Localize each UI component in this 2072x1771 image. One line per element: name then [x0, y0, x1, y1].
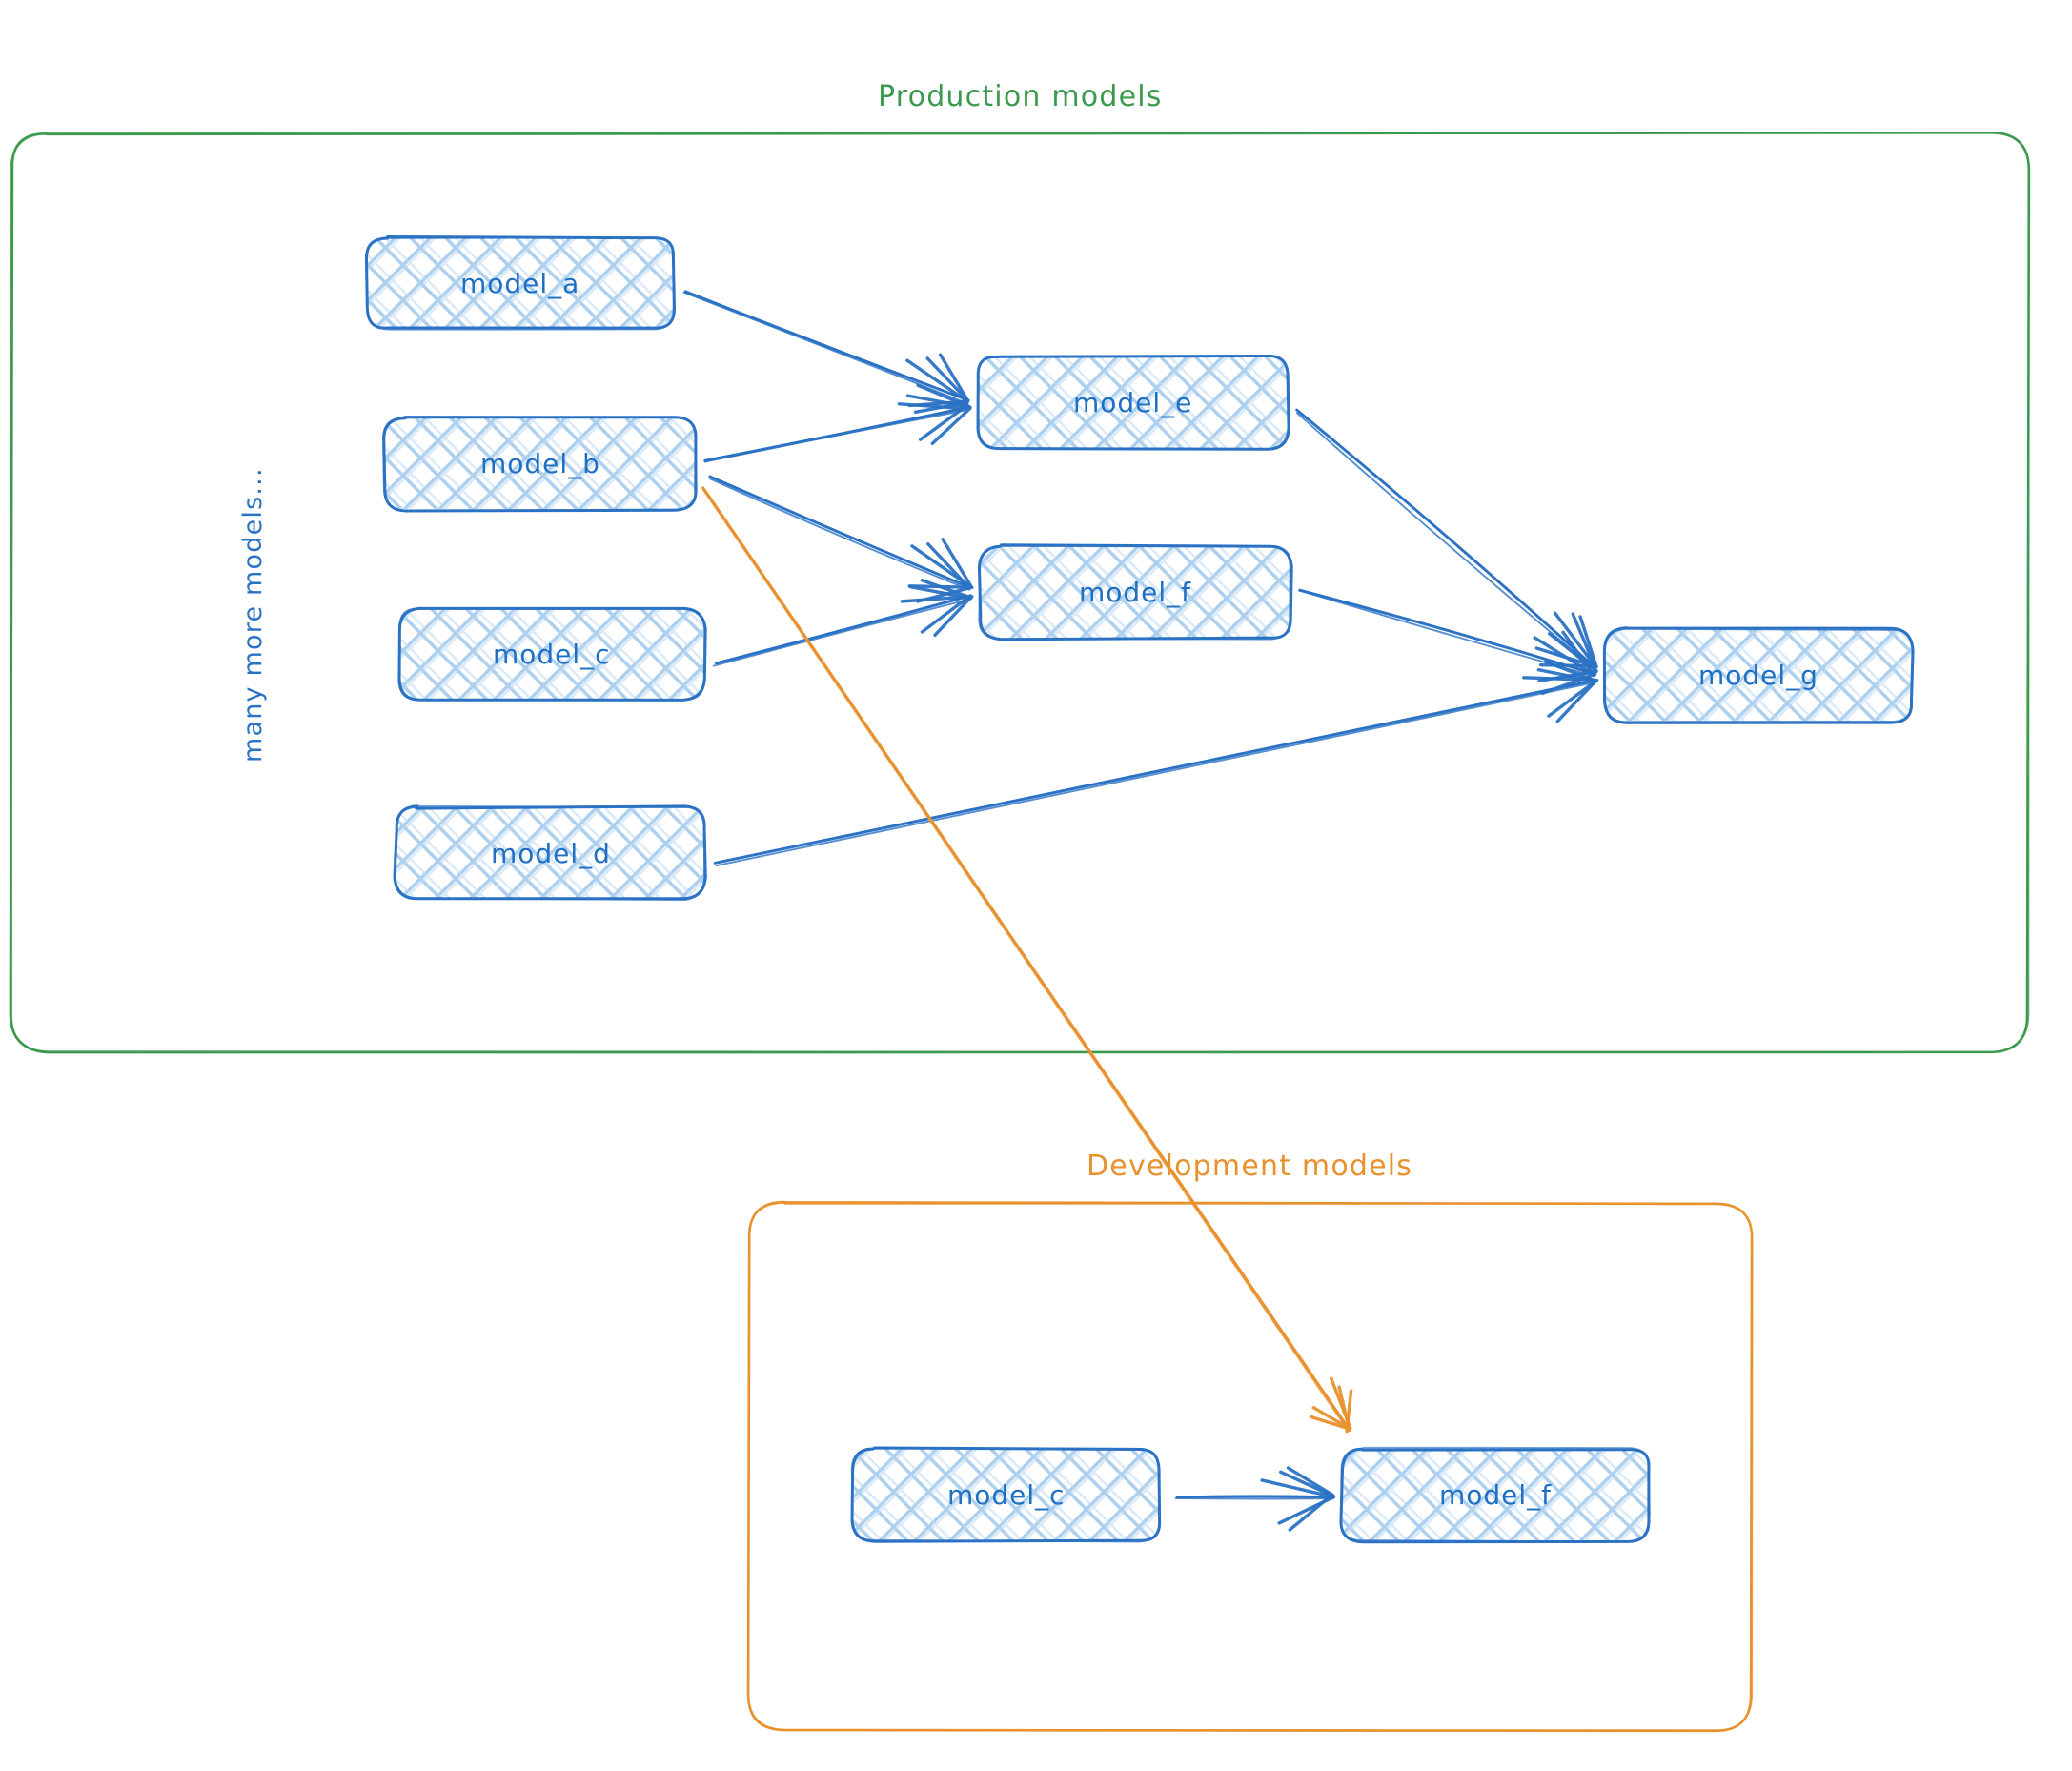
- node-dev_model_f[interactable]: [1339, 1446, 1652, 1544]
- node-prod_model_b[interactable]: [381, 416, 698, 513]
- edge-dev-c-to-dev-f: [1174, 1466, 1336, 1532]
- group-container-production: [9, 132, 2031, 1054]
- node-prod_model_c[interactable]: [397, 606, 707, 702]
- node-dev_model_c[interactable]: [850, 1446, 1162, 1543]
- node-prod_model_d[interactable]: [393, 804, 707, 902]
- edge-a-to-e: [682, 290, 970, 415]
- arrowhead: [1310, 1376, 1353, 1434]
- group-containers: [9, 132, 2031, 1733]
- edge-prod-b-to-dev-f: [701, 486, 1353, 1434]
- node-prod_model_a[interactable]: [364, 234, 677, 331]
- group-container-development: [746, 1200, 1754, 1733]
- edge-f-to-g: [1298, 588, 1598, 696]
- node-prod_model_e[interactable]: [976, 355, 1290, 451]
- edge-d-to-g: [713, 660, 1599, 866]
- edge-c-to-f: [712, 579, 974, 667]
- node-prod_model_g[interactable]: [1602, 626, 1915, 724]
- arrowhead: [897, 383, 972, 446]
- node-prod_model_f[interactable]: [977, 543, 1293, 641]
- nodes: [364, 234, 1915, 1544]
- arrowhead: [900, 579, 974, 638]
- arrowhead: [1260, 1466, 1336, 1532]
- edges: [682, 290, 1599, 1532]
- edge-b-to-e: [703, 383, 972, 463]
- arrowhead: [1533, 630, 1598, 696]
